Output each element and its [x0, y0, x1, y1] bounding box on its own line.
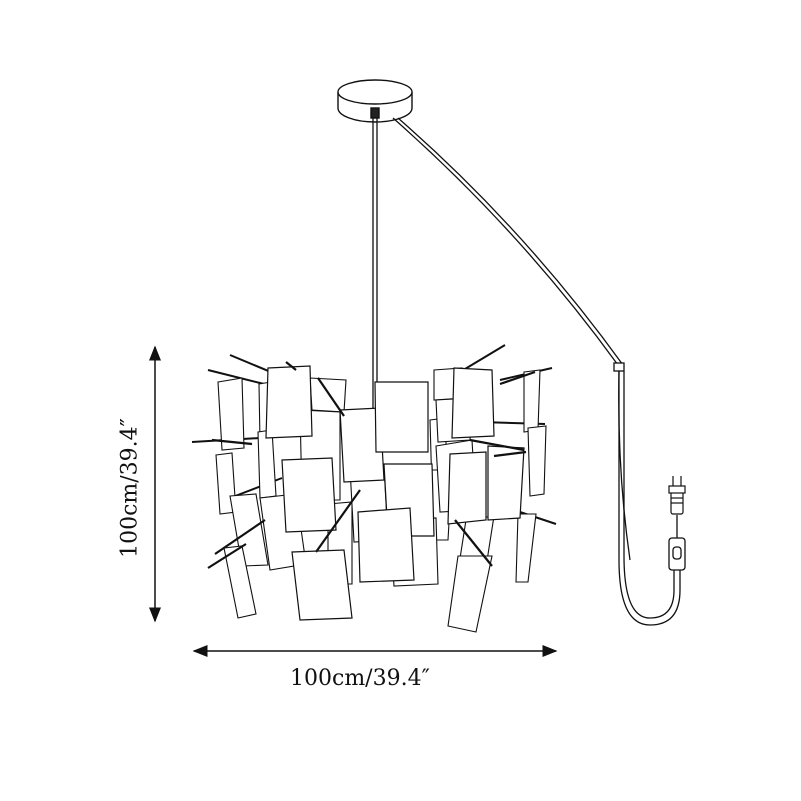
power-cord	[392, 117, 681, 626]
width-dimension-label: 100cm/39.4″	[290, 666, 430, 691]
inline-switch	[668, 515, 686, 571]
lamp-panels-front	[265, 365, 525, 621]
height-dimension-label: 100cm/39.4″	[117, 418, 143, 558]
ceiling-canopy	[337, 79, 413, 123]
lamp-rods-front	[207, 361, 536, 569]
plug	[668, 476, 686, 515]
